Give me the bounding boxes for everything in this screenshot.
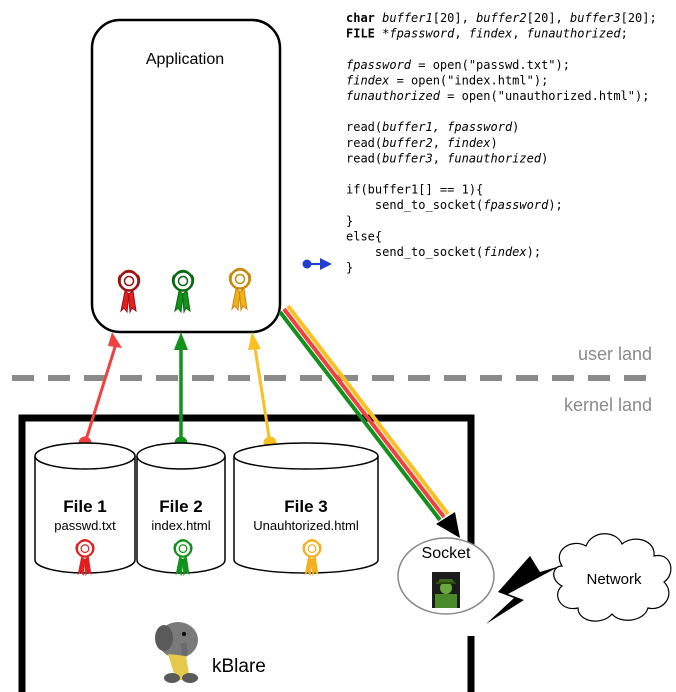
file-title: File 2 bbox=[159, 497, 202, 516]
code-token: findex bbox=[346, 73, 390, 87]
code-token: read( bbox=[346, 120, 382, 134]
file-cylinder-3: File 3 Unauhtorized.html bbox=[233, 442, 379, 577]
code-token: * bbox=[375, 27, 389, 41]
code-token: send_to_socket( bbox=[346, 245, 483, 259]
code-token: [20], bbox=[527, 11, 570, 25]
cylinder-top bbox=[233, 442, 379, 470]
code-line: send_to_socket(findex); bbox=[346, 245, 541, 259]
code-line: findex = open("index.html"); bbox=[346, 73, 548, 87]
file-cylinder-1: File 1 passwd.txt bbox=[34, 442, 136, 577]
file-cylinder-2: File 2 index.html bbox=[136, 442, 226, 577]
code-token: read( bbox=[346, 136, 382, 150]
application-label: Application bbox=[146, 51, 224, 68]
code-token: funauthorized bbox=[346, 89, 441, 103]
network-cloud bbox=[553, 533, 672, 622]
code-token: send_to_socket( bbox=[346, 198, 483, 212]
code-token: ); bbox=[548, 198, 562, 212]
code-token: char bbox=[346, 11, 375, 25]
lightning-bolt-icon bbox=[486, 556, 560, 624]
code-token: buffer3 bbox=[570, 11, 621, 25]
code-token: buffer3 bbox=[382, 151, 433, 165]
code-token: fpassword bbox=[389, 27, 455, 41]
code-line: else{ bbox=[346, 229, 382, 243]
code-line: } bbox=[346, 214, 353, 228]
code-token: buffer1, fpassword bbox=[382, 120, 513, 134]
kblare-label: kBlare bbox=[212, 656, 266, 677]
code-token: funauthorized bbox=[527, 27, 622, 41]
code-token: = open("passwd.txt"); bbox=[411, 58, 570, 72]
file-name: index.html bbox=[151, 518, 210, 533]
code-token: } bbox=[346, 214, 353, 228]
code-token: findex bbox=[447, 136, 491, 150]
code-line: send_to_socket(fpassword); bbox=[346, 198, 563, 212]
cylinder-top bbox=[136, 442, 226, 470]
code-token: ; bbox=[621, 27, 628, 41]
code-token: = open("index.html"); bbox=[389, 73, 548, 87]
code-token: , bbox=[454, 27, 468, 41]
code-line: read(buffer2, findex) bbox=[346, 136, 498, 150]
code-token: buffer2 bbox=[476, 11, 527, 25]
code-line: read(buffer1, fpassword) bbox=[346, 120, 519, 134]
code-token: funauthorized bbox=[447, 151, 542, 165]
code-line: FILE *fpassword, findex, funauthorized; bbox=[346, 27, 628, 41]
code-token: = open("unauthorized.html"); bbox=[440, 89, 650, 103]
code-line: read(buffer3, funauthorized) bbox=[346, 151, 548, 165]
code-token: FILE bbox=[346, 27, 375, 41]
code-token: [20], bbox=[433, 11, 476, 25]
cylinder-top bbox=[34, 442, 136, 470]
code-token: read( bbox=[346, 151, 382, 165]
code-token: else{ bbox=[346, 229, 382, 243]
code-token: ) bbox=[541, 151, 548, 165]
application-box bbox=[90, 18, 282, 334]
code-token: , bbox=[433, 136, 447, 150]
code-token: if(buffer1[] == 1){ bbox=[346, 183, 483, 197]
kernel-land-label: kernel land bbox=[564, 395, 652, 415]
code-token: , bbox=[433, 151, 447, 165]
elephant-mascot-icon bbox=[155, 622, 198, 683]
code-token: fpassword bbox=[483, 198, 549, 212]
flow-file3-to-app bbox=[248, 332, 277, 450]
code-line: char buffer1[20], buffer2[20], buffer3[2… bbox=[346, 11, 657, 25]
code-token: findex bbox=[483, 245, 527, 259]
execution-pointer-icon bbox=[302, 258, 332, 270]
code-token: ); bbox=[527, 245, 541, 259]
code-token: buffer2 bbox=[382, 136, 433, 150]
flow-app-to-socket bbox=[278, 304, 460, 538]
file-name: Unauhtorized.html bbox=[253, 518, 359, 533]
code-line: } bbox=[346, 261, 353, 275]
network-label: Network bbox=[586, 571, 642, 588]
code-token: ) bbox=[512, 120, 519, 134]
code-line: if(buffer1[] == 1){ bbox=[346, 183, 483, 197]
guard-icon bbox=[432, 572, 460, 608]
user-land-label: user land bbox=[578, 344, 652, 364]
code-line: fpassword = open("passwd.txt"); bbox=[346, 58, 570, 72]
code-token: , bbox=[512, 27, 526, 41]
code-token: fpassword bbox=[346, 58, 412, 72]
code-token: findex bbox=[469, 27, 513, 41]
socket-label: Socket bbox=[422, 545, 471, 562]
code-token: ) bbox=[491, 136, 498, 150]
file-title: File 1 bbox=[63, 497, 106, 516]
kernel-box bbox=[18, 414, 475, 692]
code-token: } bbox=[346, 261, 353, 275]
flow-file2-to-app bbox=[174, 332, 188, 450]
file-title: File 3 bbox=[284, 497, 327, 516]
code-token bbox=[375, 11, 382, 25]
code-token: buffer1 bbox=[382, 11, 433, 25]
file-storage-group: File 1 passwd.txt File 2 index.html File 3 Un… bbox=[34, 442, 379, 577]
file-name: passwd.txt bbox=[54, 518, 116, 533]
source-code-listing: char buffer1[20], buffer2[20], buffer3[2… bbox=[346, 11, 657, 275]
code-line: funauthorized = open("unauthorized.html"… bbox=[346, 89, 649, 103]
cylinder-body bbox=[34, 456, 136, 574]
code-token: [20]; bbox=[621, 11, 657, 25]
flow-file1-to-app bbox=[78, 332, 122, 450]
